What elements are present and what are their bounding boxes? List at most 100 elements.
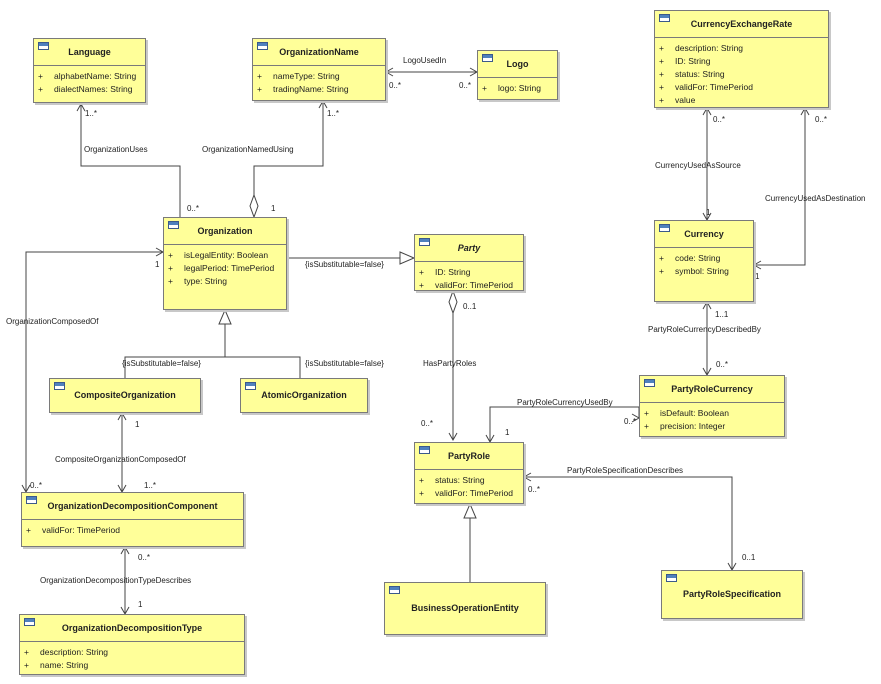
attribute-row: +isDefault: Boolean: [640, 407, 784, 420]
mult-org-uses-0n: 0..*: [187, 204, 199, 213]
attribute-text: isDefault: Boolean: [660, 408, 729, 418]
attribute-text: value: [675, 95, 696, 105]
organization-name-class[interactable]: OrganizationName+nameType: String+tradin…: [252, 38, 386, 101]
class-name: PartyRoleCurrency: [671, 384, 753, 394]
party-class[interactable]: Party + ID: String +validFor: TimePeriod: [414, 234, 524, 291]
mult-partyrole-0n: 0..*: [421, 419, 433, 428]
visibility-marker: +: [659, 82, 664, 92]
attribute-text: ID: String: [675, 56, 711, 66]
visibility-marker: +: [419, 267, 424, 277]
attribute-text: ID: String: [435, 267, 471, 277]
class-icon: [168, 221, 179, 229]
organization-decomposition-component-class[interactable]: OrganizationDecompositionComponent+valid…: [21, 492, 244, 547]
class-icon: [482, 54, 493, 62]
mult-org-composed-0n: 0..*: [30, 481, 42, 490]
party-role-class[interactable]: PartyRole+status: String+validFor: TimeP…: [414, 442, 524, 504]
organization-class[interactable]: Organization+isLegalEntity: Boolean+lega…: [163, 217, 287, 310]
language-class[interactable]: Language+alphabetName: String+dialectNam…: [33, 38, 146, 103]
attribute-row: +validFor: TimePeriod: [415, 487, 523, 500]
label-organization-decomposition-type-describes: OrganizationDecompositionTypeDescribes: [40, 576, 191, 585]
mult-prc-0n: 0..*: [716, 360, 728, 369]
organization-generalization-triangle: [218, 308, 232, 325]
attribute-compartment: + logo: String: [478, 77, 557, 95]
class-name: OrganizationName: [279, 47, 359, 57]
visibility-marker: +: [644, 421, 649, 431]
attribute-compartment: +nameType: String+tradingName: String: [253, 65, 385, 96]
currency-used-as-destination-arrow-top: [800, 106, 810, 116]
attribute-row: +legalPeriod: TimePeriod: [164, 262, 286, 275]
attribute-compartment: +description: String+name: String: [20, 641, 244, 672]
organization-named-using-arrow: [318, 99, 328, 109]
attribute-text: logo: String: [498, 83, 541, 93]
attribute-row: +value: [655, 94, 828, 107]
business-operation-entity-class[interactable]: BusinessOperationEntity: [384, 582, 546, 635]
attribute-text: code: String: [675, 253, 721, 263]
visibility-marker: +: [659, 43, 664, 53]
mult-odc-1n: 1..*: [144, 481, 156, 490]
composite-organization-class[interactable]: CompositeOrganization: [49, 378, 201, 413]
class-name: Currency: [684, 229, 724, 239]
label-is-substitutable-atomic: {isSubstitutable=false}: [305, 359, 384, 368]
party-role-currency-described-by-arrow-top: [702, 300, 712, 310]
currency-used-as-destination-line: [754, 108, 806, 266]
attribute-row: +ID: String: [655, 55, 828, 68]
class-icon: [38, 42, 49, 50]
attribute-row: + logo: String: [478, 82, 557, 95]
currency-class[interactable]: Currency+code: String+symbol: String: [654, 220, 754, 302]
attribute-text: validFor: TimePeriod: [675, 82, 753, 92]
organization-uses-arrow: [76, 102, 86, 112]
organization-decomposition-type-class[interactable]: OrganizationDecompositionType +descriptio…: [19, 614, 245, 675]
class-name: OrganizationDecompositionType: [61, 623, 203, 633]
mult-prs-01: 0..1: [742, 553, 756, 562]
visibility-marker: +: [659, 253, 664, 263]
class-icon: [644, 379, 655, 387]
visibility-marker: +: [659, 266, 664, 276]
attribute-row: +tradingName: String: [253, 83, 385, 96]
label-organization-composed-of: OrganizationComposedOf: [6, 317, 99, 326]
mult-currency-dst-1: 1: [755, 272, 760, 281]
visibility-marker: +: [38, 84, 43, 94]
label-composite-organization-composed-of: CompositeOrganizationComposedOf: [55, 455, 187, 464]
class-name: Language: [68, 47, 111, 57]
mult-cer-dst-0n: 0..*: [815, 115, 827, 124]
party-role-specification-class[interactable]: PartyRoleSpecification: [661, 570, 803, 619]
party-role-currency-used-by-line: [489, 406, 640, 442]
label-has-party-roles: HasPartyRoles: [423, 359, 476, 368]
attribute-text: tradingName: String: [273, 84, 349, 94]
atomic-organization-class[interactable]: AtomicOrganization: [240, 378, 368, 413]
visibility-marker: +: [419, 280, 424, 290]
label-organization-uses: OrganizationUses: [84, 145, 148, 154]
visibility-marker: +: [26, 525, 31, 535]
logo-class[interactable]: Logo + logo: String: [477, 50, 558, 100]
class-name: CurrencyExchangeRate: [690, 19, 793, 29]
class-name: BusinessOperationEntity: [411, 603, 519, 613]
atomic-generalization-line: [225, 356, 301, 378]
mult-odc-0n: 0..*: [138, 553, 150, 562]
mult-partyrole-spec-0n: 0..*: [528, 485, 540, 494]
class-icon: [24, 618, 35, 626]
attribute-text: dialectNames: String: [54, 84, 133, 94]
attribute-text: alphabetName: String: [54, 71, 137, 81]
party-role-currency-class[interactable]: PartyRoleCurrency+isDefault: Boolean+pre…: [639, 375, 785, 437]
visibility-marker: +: [482, 83, 487, 93]
attribute-row: +validFor: TimePeriod: [415, 279, 523, 292]
organization-composed-of-line: [25, 251, 163, 492]
mult-lang-1n: 1..*: [85, 109, 97, 118]
attribute-row: +nameType: String: [253, 70, 385, 83]
attribute-compartment: + ID: String +validFor: TimePeriod: [415, 261, 523, 292]
visibility-marker: +: [257, 71, 262, 81]
composite-generalization-line: [124, 356, 225, 378]
class-name: CompositeOrganization: [74, 390, 176, 400]
visibility-marker: +: [168, 250, 173, 260]
class-name: Party: [457, 243, 481, 253]
currency-exchange-rate-class[interactable]: CurrencyExchangeRate+description: String…: [654, 10, 829, 108]
attribute-row: +description: String: [20, 646, 244, 659]
organization-decomposition-type-describes-arrow-top: [120, 545, 130, 555]
attribute-compartment: +status: String+validFor: TimePeriod: [415, 469, 523, 500]
class-name: Logo: [506, 59, 529, 69]
visibility-marker: +: [24, 647, 29, 657]
mult-odt-1: 1: [138, 600, 143, 609]
mult-cer-src-0n: 0..*: [713, 115, 725, 124]
visibility-marker: +: [659, 69, 664, 79]
